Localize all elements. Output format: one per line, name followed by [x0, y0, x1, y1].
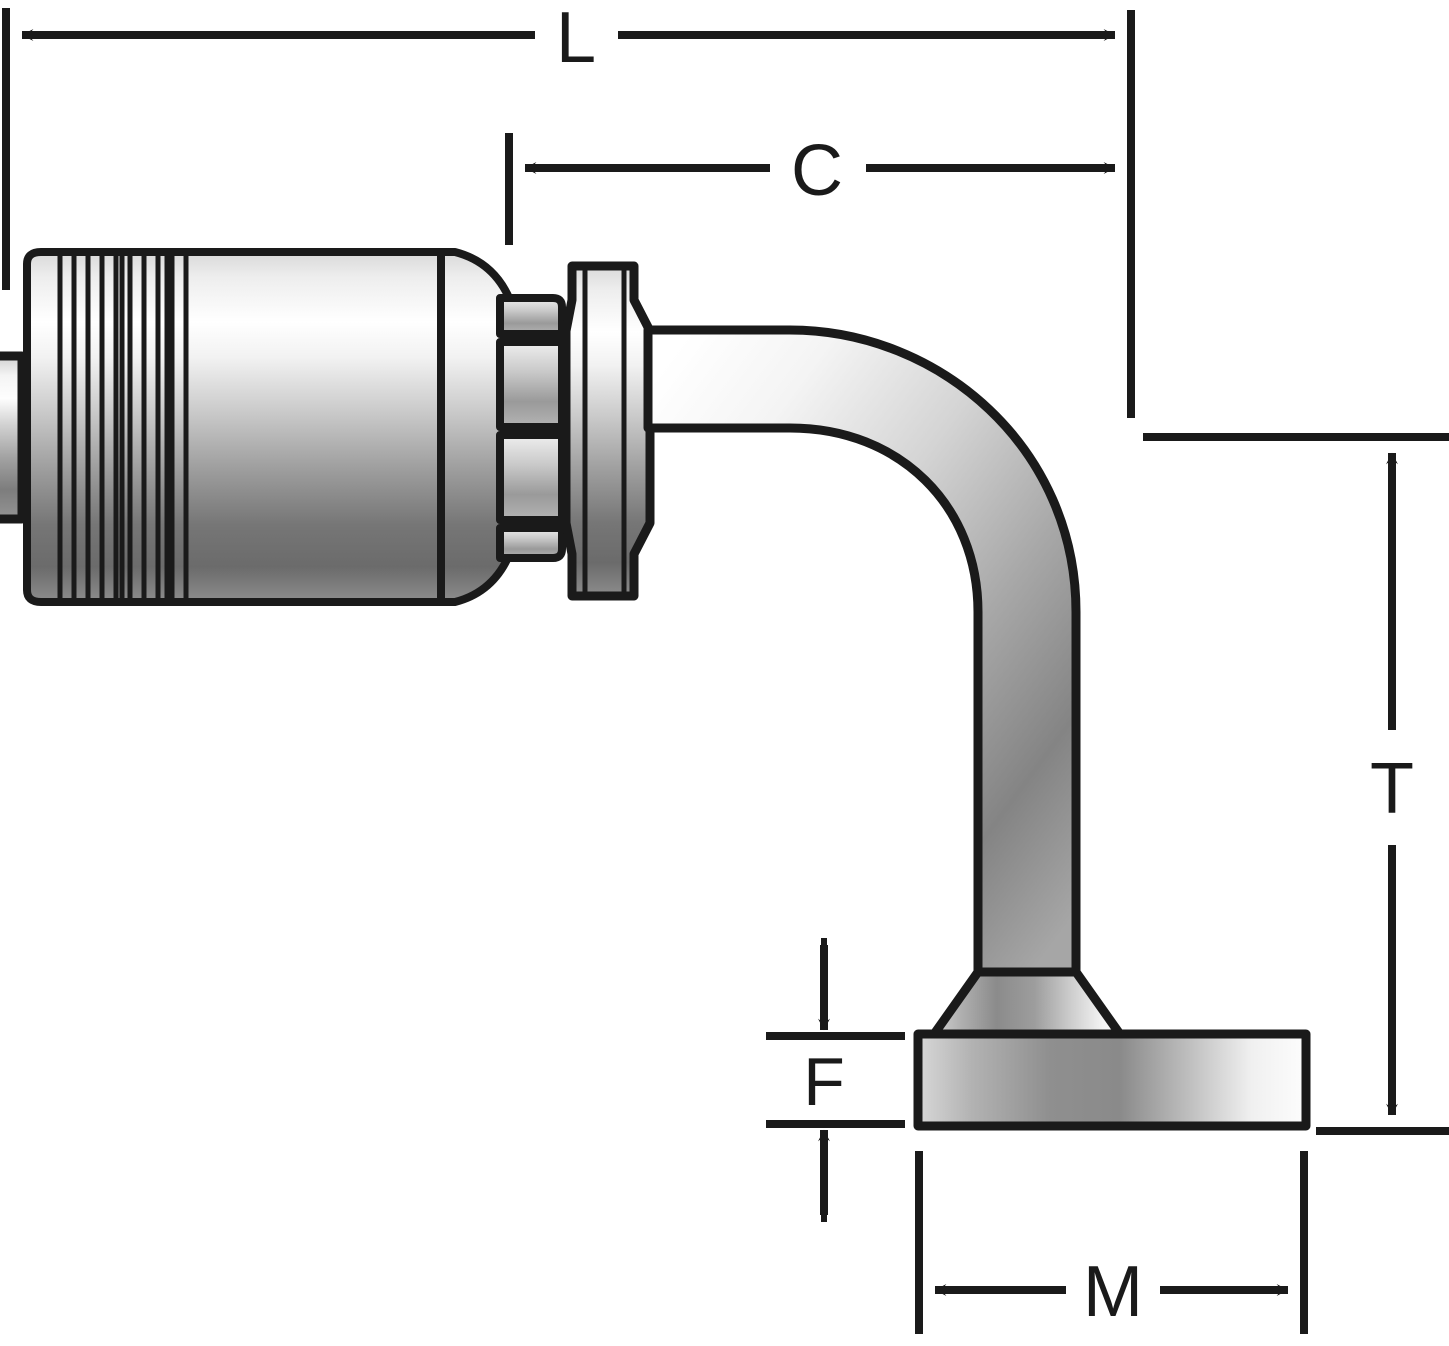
ferrule-serrations — [57, 254, 189, 600]
dimension-lines — [2, 8, 1449, 1334]
ferrule-band-edges — [119, 254, 170, 600]
part-elbow — [643, 325, 1081, 980]
dim-label-M: M — [1083, 1252, 1143, 1332]
part-taper — [927, 967, 1127, 1042]
dimension-labels: L C T F M — [556, 0, 1414, 1332]
dim-label-L: L — [556, 0, 596, 78]
part-ferrule — [23, 248, 445, 606]
dim-label-C: C — [791, 131, 843, 211]
dim-label-F: F — [803, 1044, 845, 1120]
dim-label-T: T — [1370, 749, 1414, 829]
part-collar — [437, 248, 566, 606]
collar-notches — [496, 294, 566, 562]
part-end-nipple — [0, 351, 27, 524]
part-flange-plate — [913, 1029, 1311, 1131]
part-hex-ring — [561, 261, 655, 601]
fitting-assembly — [0, 248, 1311, 1131]
